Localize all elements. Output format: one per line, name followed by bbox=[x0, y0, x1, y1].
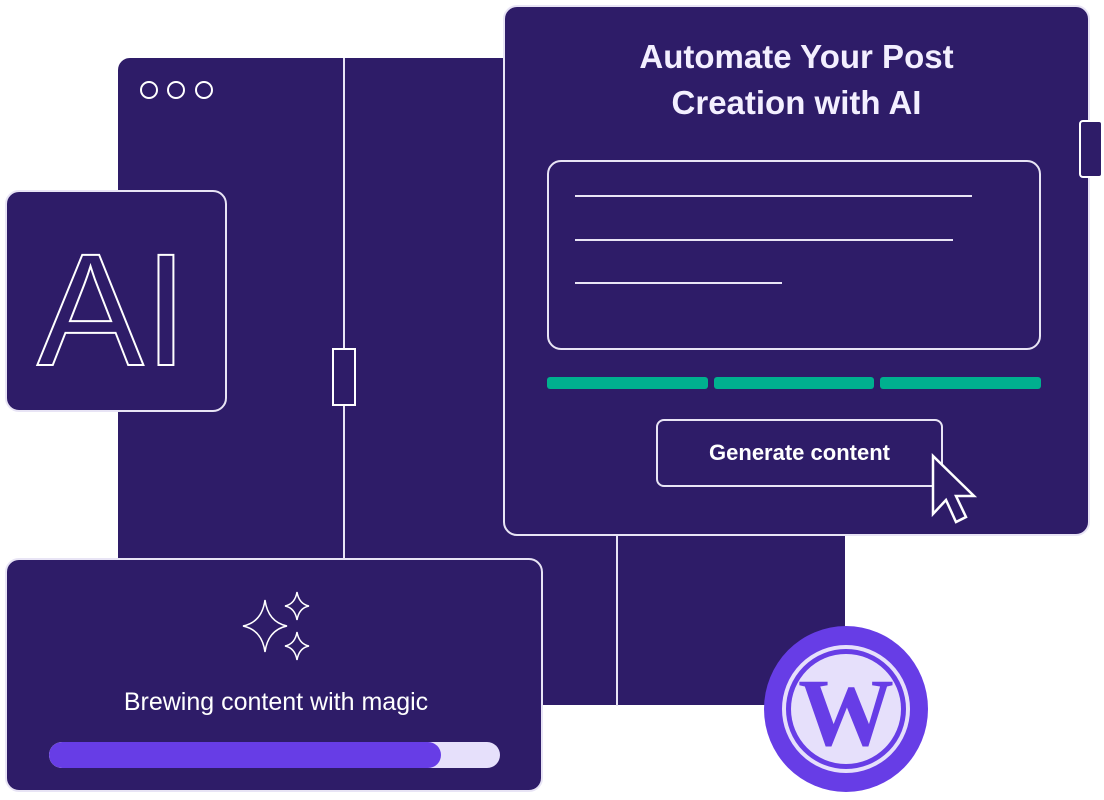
resize-handle[interactable] bbox=[332, 348, 356, 406]
ai-badge-card: AI bbox=[5, 190, 227, 412]
title-line-1: Automate Your Post bbox=[639, 38, 954, 75]
generate-content-button[interactable]: Generate content bbox=[656, 419, 943, 487]
status-card: Brewing content with magic bbox=[5, 558, 543, 792]
step-indicator bbox=[880, 377, 1041, 389]
text-placeholder-line bbox=[575, 195, 972, 197]
progress-fill bbox=[49, 742, 442, 768]
svg-text:W: W bbox=[798, 659, 894, 766]
sparkles-icon bbox=[242, 591, 310, 661]
divider bbox=[343, 58, 345, 558]
window-dot-icon bbox=[167, 81, 185, 99]
text-placeholder-line bbox=[575, 239, 953, 241]
status-label: Brewing content with magic bbox=[123, 688, 429, 716]
text-placeholder-line bbox=[575, 282, 782, 284]
generate-button-label: Generate content bbox=[709, 440, 890, 465]
resize-handle[interactable] bbox=[1079, 120, 1103, 178]
title-line-2: Creation with AI bbox=[671, 84, 922, 121]
svg-text:AI: AI bbox=[37, 220, 188, 399]
step-indicator bbox=[547, 377, 708, 389]
window-dot-icon bbox=[195, 81, 213, 99]
divider bbox=[616, 536, 618, 706]
wordpress-logo-icon: W bbox=[764, 626, 928, 792]
progress-bar bbox=[49, 742, 500, 768]
panel-title: Automate Your Post Creation with AI bbox=[503, 34, 1090, 126]
ai-logo: AI bbox=[36, 219, 189, 400]
step-indicator bbox=[714, 377, 874, 389]
prompt-textarea[interactable] bbox=[547, 160, 1041, 350]
cursor-icon bbox=[931, 453, 978, 524]
window-dot-icon bbox=[140, 81, 158, 99]
